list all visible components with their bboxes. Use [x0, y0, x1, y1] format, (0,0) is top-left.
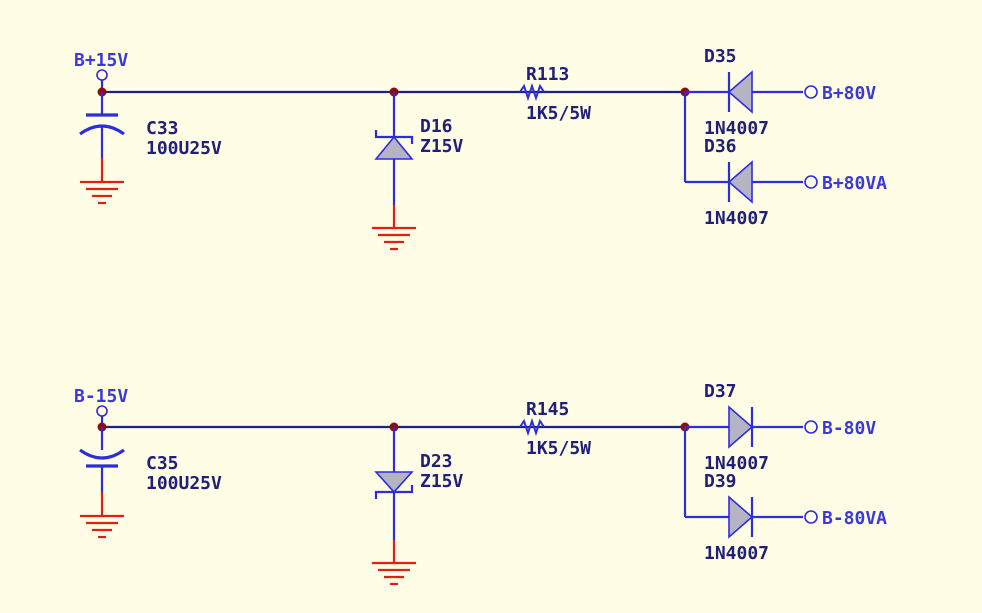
resistor-ref: R113: [526, 64, 569, 85]
diode-d37: [728, 405, 803, 449]
ground-icon: [80, 158, 124, 205]
output-port-terminal: [804, 85, 818, 99]
diode-ref: D37: [704, 381, 737, 402]
capacitor-c35: [79, 427, 125, 492]
input-label: B-15V: [74, 386, 128, 407]
output-label: B+80V: [822, 83, 876, 104]
output-label: B+80VA: [822, 173, 887, 194]
output-label: B-80V: [822, 418, 876, 439]
diode-value: 1N4007: [704, 208, 769, 229]
diode-value: 1N4007: [704, 453, 769, 474]
resistor-value: 1K5/5W: [526, 438, 591, 459]
diode-ref: D39: [704, 471, 737, 492]
ground-icon: [80, 492, 124, 539]
output-port-terminal: [804, 175, 818, 189]
input-port-terminal: [96, 405, 108, 417]
diode-value: 1N4007: [704, 118, 769, 139]
circuit-positive: B+15V C33 100U25V D16 Z15V: [74, 46, 887, 251]
input-port-terminal: [96, 69, 108, 81]
zener-value: Z15V: [420, 471, 464, 492]
resistor-r113: [519, 82, 545, 102]
resistor-value: 1K5/5W: [526, 103, 591, 124]
zener-value: Z15V: [420, 136, 464, 157]
zener-diode-d16: [374, 92, 414, 205]
zener-diode-d23: [374, 427, 414, 540]
capacitor-c33: [79, 92, 125, 158]
resistor-ref: R145: [526, 399, 569, 420]
output-port-terminal: [804, 510, 818, 524]
ground-icon: [372, 540, 416, 586]
zener-ref: D23: [420, 451, 453, 472]
capacitor-value: 100U25V: [146, 138, 222, 159]
diode-d35: [727, 70, 803, 114]
zener-ref: D16: [420, 116, 453, 137]
output-port-terminal: [804, 420, 818, 434]
capacitor-ref: C33: [146, 118, 179, 139]
ground-icon: [372, 205, 416, 251]
output-label: B-80VA: [822, 508, 887, 529]
capacitor-value: 100U25V: [146, 473, 222, 494]
capacitor-ref: C35: [146, 453, 179, 474]
diode-d39: [728, 495, 803, 539]
diode-ref: D36: [704, 136, 737, 157]
diode-ref: D35: [704, 46, 737, 67]
diode-value: 1N4007: [704, 543, 769, 564]
input-label: B+15V: [74, 50, 128, 71]
diode-d36: [727, 160, 803, 204]
resistor-r145: [519, 417, 545, 437]
circuit-negative: B-15V C35 100U25V D23 Z15V: [74, 381, 887, 586]
